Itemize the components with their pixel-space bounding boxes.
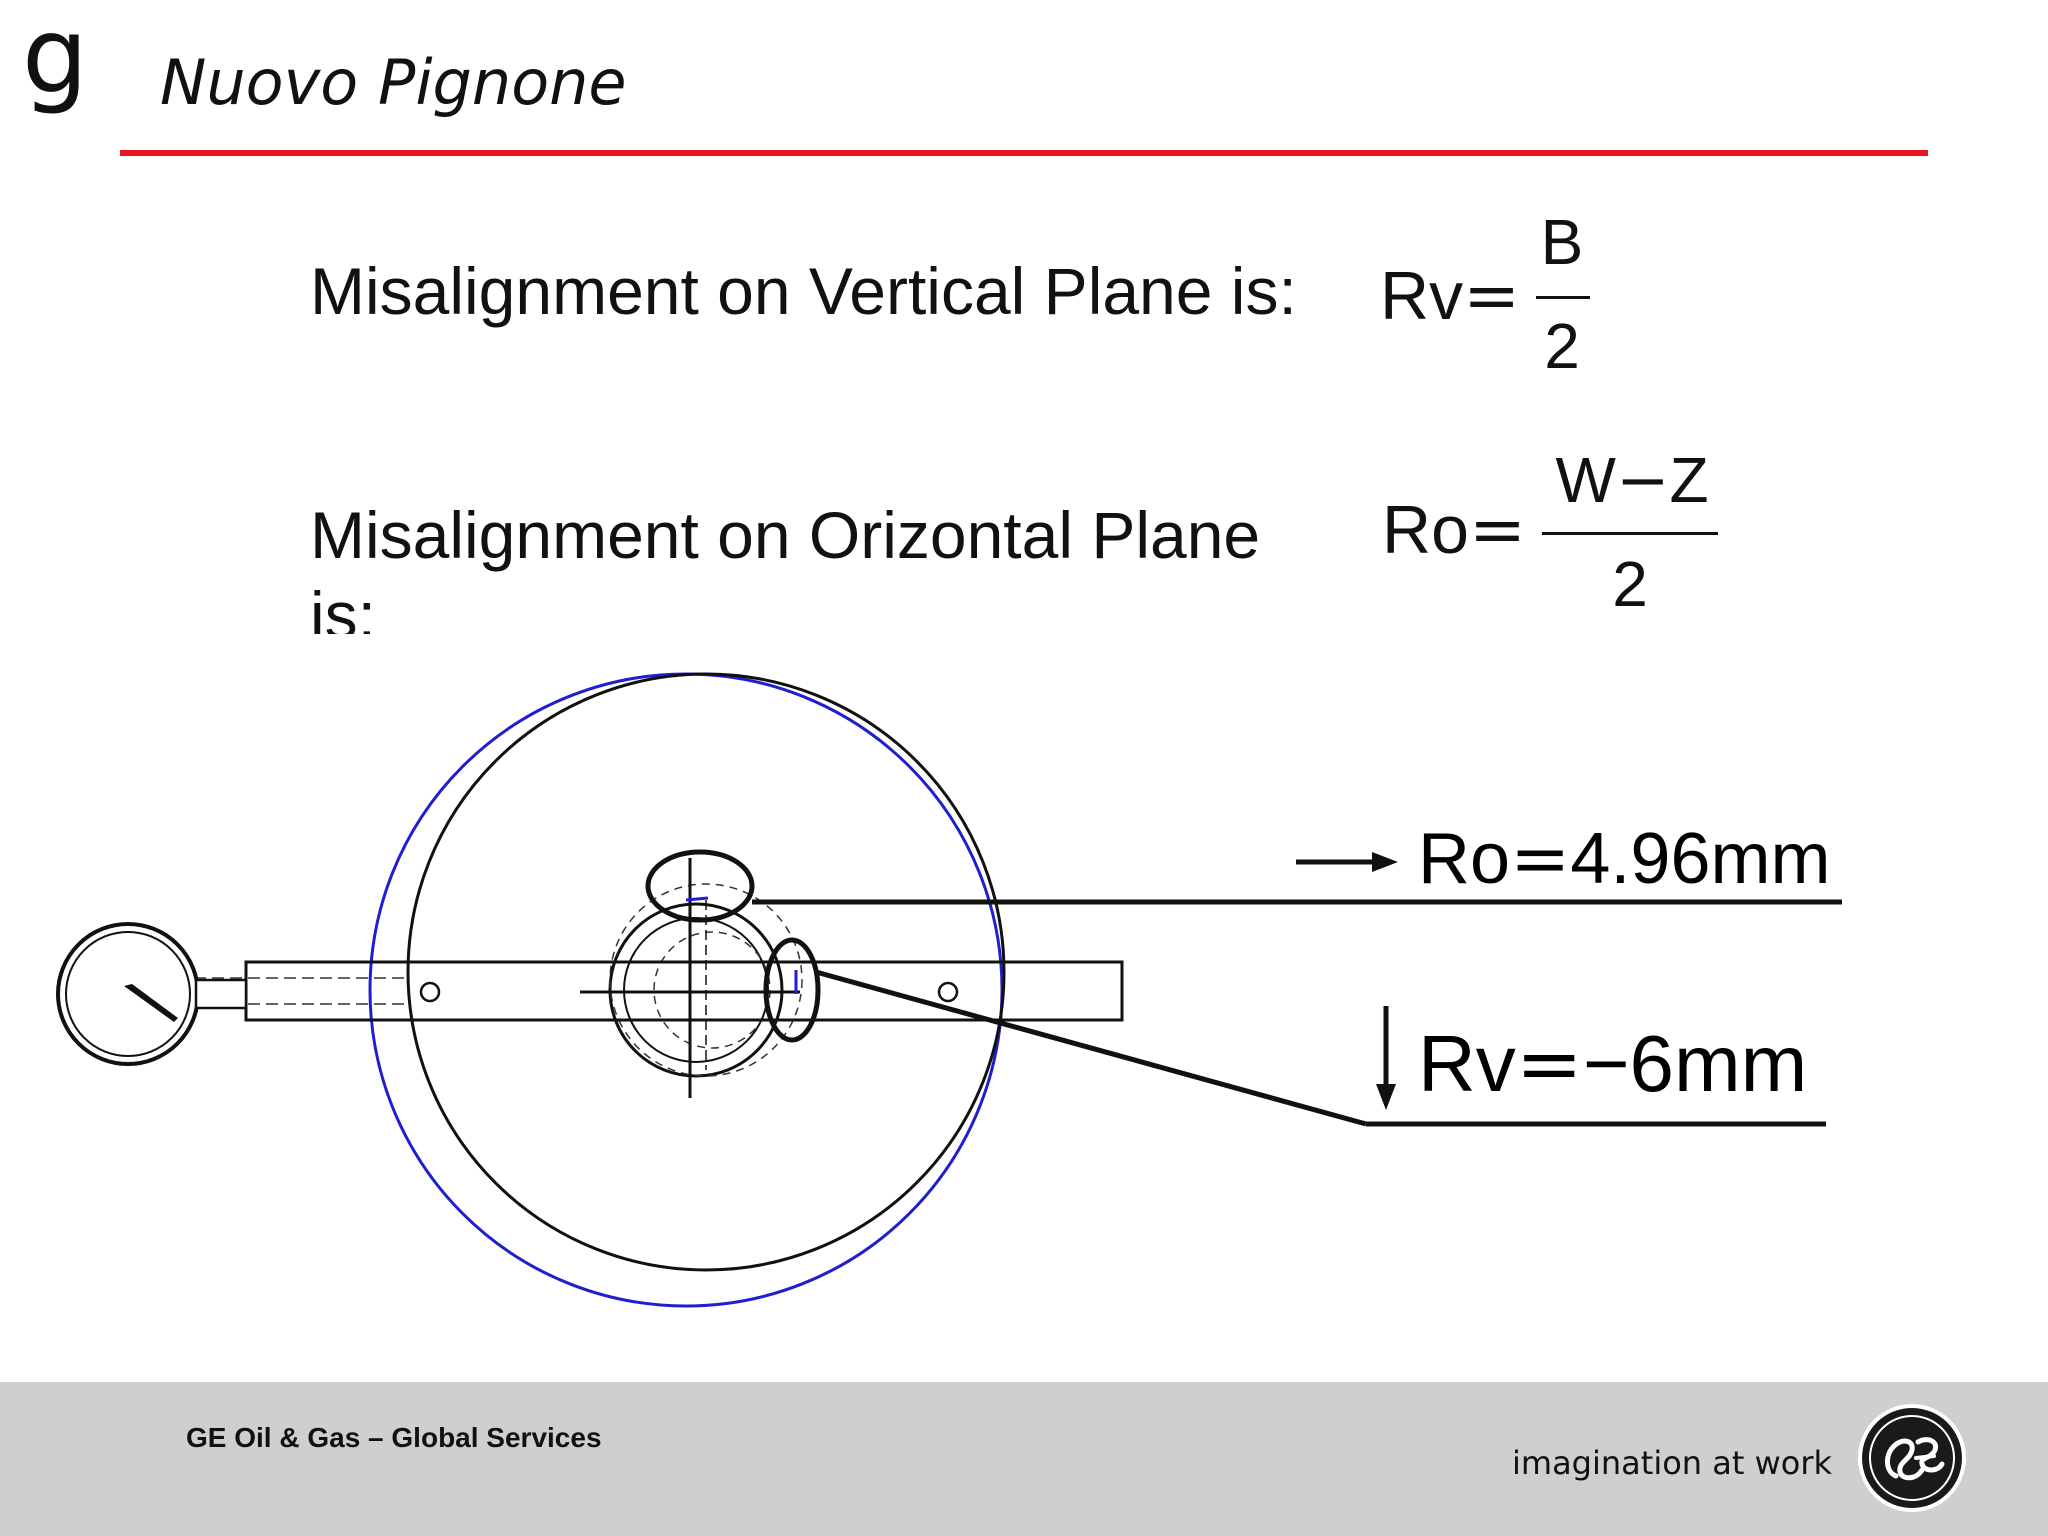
hub-dashed-circle-inner: [653, 931, 771, 1049]
rv-measure-ellipse: [763, 937, 821, 1043]
ro-result-equals: =: [1510, 816, 1571, 900]
dial-gauge-icon: [56, 922, 248, 1066]
horizontal-misalignment-statement-wrap: is:: [310, 578, 376, 634]
ro-formula-fraction-bar: [1542, 532, 1718, 535]
ro-formula-lhs: Ro: [1382, 492, 1469, 568]
ro-blue-mark: [685, 896, 709, 902]
ge-monogram-logo: [1858, 1404, 1966, 1512]
ro-formula-equals: =: [1468, 491, 1526, 570]
footer-bar: GE Oil & Gas – Global Services imaginati…: [0, 1382, 2048, 1536]
ro-formula-denominator: 2: [1612, 548, 1648, 620]
coupling-circle: [406, 672, 1006, 1272]
rv-formula-denominator: 2: [1544, 310, 1580, 382]
bracket-bolt-left: [419, 981, 441, 1003]
footer-tagline: imagination at work: [1512, 1444, 1832, 1482]
alignment-diagram: [56, 672, 1842, 1308]
vertical-misalignment-statement: Misalignment on Vertical Plane is:: [310, 254, 1297, 328]
ro-result-value: 4.96mm: [1570, 819, 1831, 899]
rv-result-lhs: Rv: [1418, 1019, 1516, 1108]
right-arrow-icon: [1296, 852, 1398, 872]
rv-formula-equals: =: [1463, 257, 1521, 336]
ro-formula: Ro= W−Z 2: [1382, 448, 1732, 628]
rv-leader-diagonal: [815, 969, 1367, 1127]
ro-formula-minus: −: [1615, 444, 1670, 518]
brand-g-logo: g: [22, 0, 89, 117]
ro-measure-ellipse: [645, 849, 755, 923]
ro-result-lhs: Ro: [1418, 819, 1511, 899]
ro-result: Ro=4.96mm: [1418, 822, 1830, 895]
hub-outer-circle: [608, 902, 784, 1078]
footer-company: GE Oil & Gas – Global Services: [186, 1422, 602, 1453]
rv-formula-numerator: B: [1540, 206, 1584, 278]
down-arrow-icon: [1376, 1006, 1396, 1110]
hub-dashed-circle: [609, 883, 803, 1077]
title-divider: [120, 150, 1928, 156]
brand-title: Nuovo Pignone: [160, 46, 627, 119]
bracket-bolt-right: [937, 981, 959, 1003]
shaft-offset-circle: [368, 672, 1004, 1308]
rv-formula-lhs: Rv: [1380, 258, 1464, 334]
rv-result-equals: =: [1515, 1017, 1583, 1110]
rv-formula: Rv= B 2: [1380, 210, 1620, 380]
rv-formula-fraction-bar: [1536, 296, 1590, 299]
horizontal-misalignment-statement: Misalignment on Orizontal Plane: [310, 498, 1261, 572]
ro-formula-numerator-w: W: [1555, 444, 1616, 516]
hub-inner-circle: [623, 917, 769, 1063]
rv-result-value: −6mm: [1582, 1019, 1808, 1108]
rv-result: Rv=−6mm: [1418, 1024, 1807, 1104]
ro-formula-numerator-z: Z: [1669, 444, 1709, 516]
